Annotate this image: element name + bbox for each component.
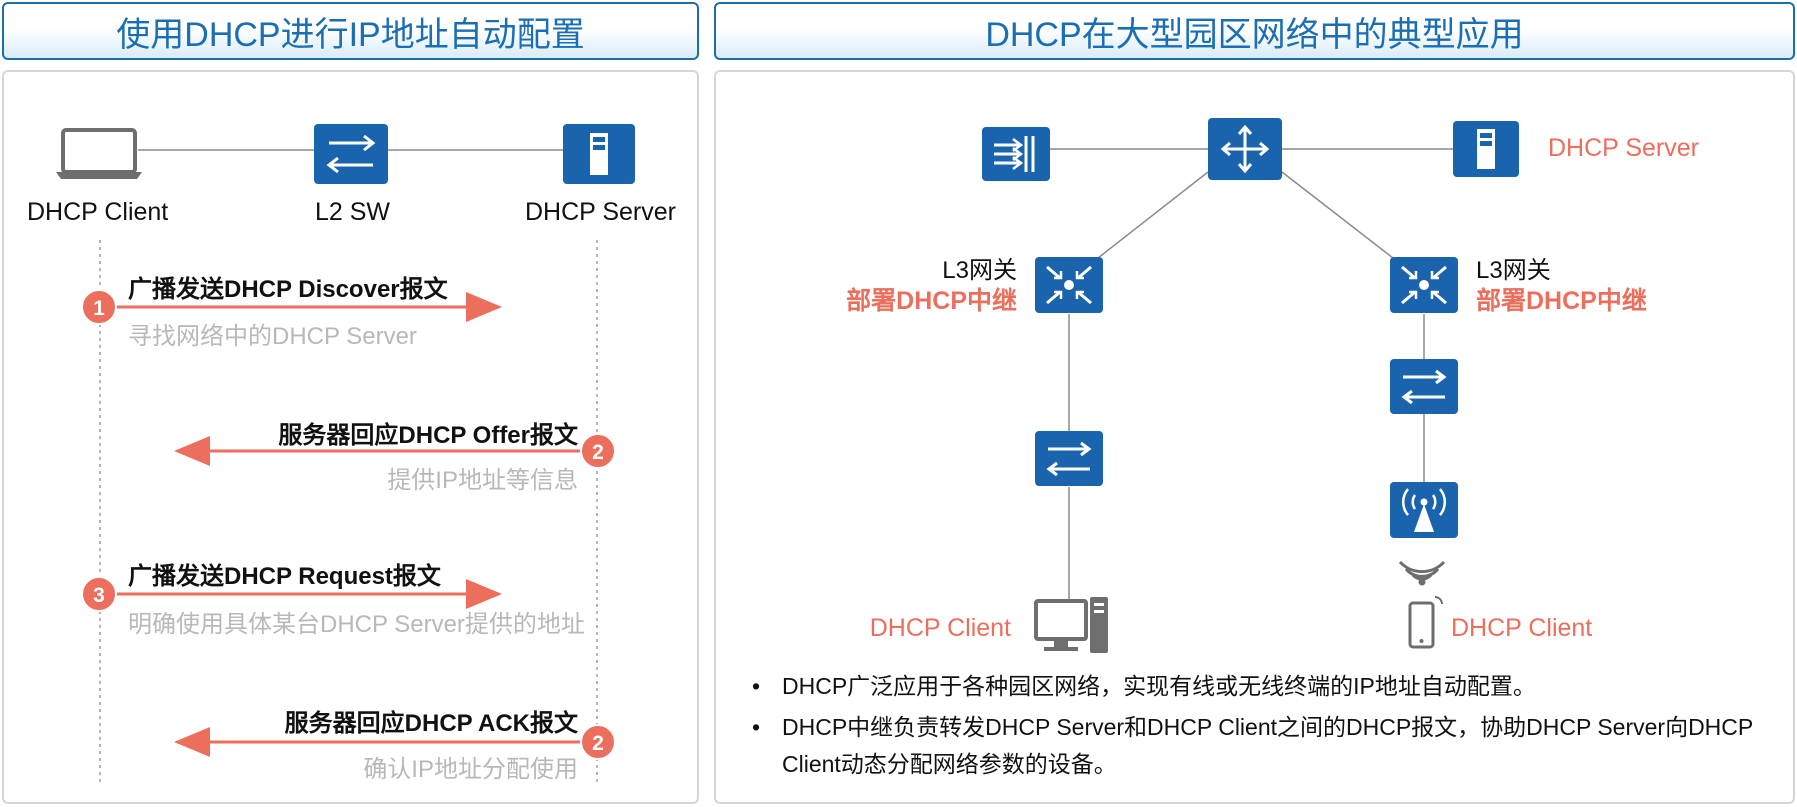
- l3-switch-icon-left: [1035, 257, 1103, 313]
- svg-text:1: 1: [93, 297, 105, 320]
- bullet-item: DHCP中继负责转发DHCP Server和DHCP Client之间的DHCP…: [748, 709, 1758, 783]
- gateway-right-role: 部署DHCP中继: [1476, 287, 1647, 315]
- server-icon-right: [1453, 121, 1519, 177]
- switch-icon: [314, 124, 388, 184]
- client-left-label: DHCP Client: [869, 614, 1011, 642]
- left-panel-title: 使用DHCP进行IP地址自动配置: [116, 15, 585, 54]
- step-badge-3: 3: [81, 576, 117, 612]
- gateway-right-name: L3网关: [1476, 257, 1551, 284]
- server-icon: [563, 124, 635, 184]
- svg-text:2: 2: [592, 732, 604, 755]
- step-4-subtitle: 确认IP地址分配使用: [363, 756, 578, 783]
- gateway-left-label: L3网关 部署DHCP中继: [846, 256, 1017, 317]
- firewall-icon: [982, 127, 1050, 181]
- step-3-subtitle: 明确使用具体某台DHCP Server提供的地址: [128, 611, 585, 638]
- left-panel: [2, 70, 699, 804]
- access-switch-icon-right: [1390, 359, 1458, 414]
- svg-text:3: 3: [93, 584, 105, 607]
- step-4-title: 服务器回应DHCP ACK报文: [284, 710, 578, 737]
- right-panel-title: DHCP在大型园区网络中的典型应用: [985, 15, 1524, 54]
- phone-icon: [1408, 596, 1443, 649]
- left-panel-header: 使用DHCP进行IP地址自动配置: [2, 2, 699, 60]
- device-label-client: DHCP Client: [27, 198, 169, 226]
- step-badge-2: 2: [580, 433, 616, 469]
- right-panel: [714, 70, 1795, 804]
- wifi-signal-icon: [1398, 560, 1446, 586]
- right-panel-header: DHCP在大型园区网络中的典型应用: [714, 2, 1795, 60]
- gateway-left-role: 部署DHCP中继: [846, 287, 1017, 315]
- step-badge-1: 1: [81, 289, 117, 325]
- desktop-pc-icon: [1034, 597, 1108, 653]
- step-2-subtitle: 提供IP地址等信息: [387, 467, 578, 494]
- bullet-item: DHCP广泛应用于各种园区网络，实现有线或无线终端的IP地址自动配置。: [748, 668, 1758, 705]
- step-3-title: 广播发送DHCP Request报文: [128, 563, 441, 590]
- access-point-icon: [1390, 482, 1458, 538]
- gateway-right-label: L3网关 部署DHCP中继: [1476, 256, 1647, 317]
- step-1-title: 广播发送DHCP Discover报文: [128, 276, 448, 303]
- step-1-subtitle: 寻找网络中的DHCP Server: [128, 323, 417, 350]
- device-label-server: DHCP Server: [525, 198, 676, 226]
- device-label-switch: L2 SW: [315, 198, 391, 226]
- client-right-label: DHCP Client: [1451, 614, 1593, 642]
- core-router-icon: [1208, 118, 1282, 180]
- svg-text:2: 2: [592, 441, 604, 464]
- info-bullets: DHCP广泛应用于各种园区网络，实现有线或无线终端的IP地址自动配置。 DHCP…: [748, 668, 1758, 787]
- server-label: DHCP Server: [1548, 134, 1699, 162]
- gateway-left-name: L3网关: [942, 257, 1017, 284]
- step-2-title: 服务器回应DHCP Offer报文: [278, 422, 578, 449]
- l3-switch-icon-right: [1390, 257, 1458, 313]
- step-badge-4: 2: [580, 724, 616, 760]
- access-switch-icon-left: [1035, 431, 1103, 486]
- laptop-icon: [56, 128, 142, 179]
